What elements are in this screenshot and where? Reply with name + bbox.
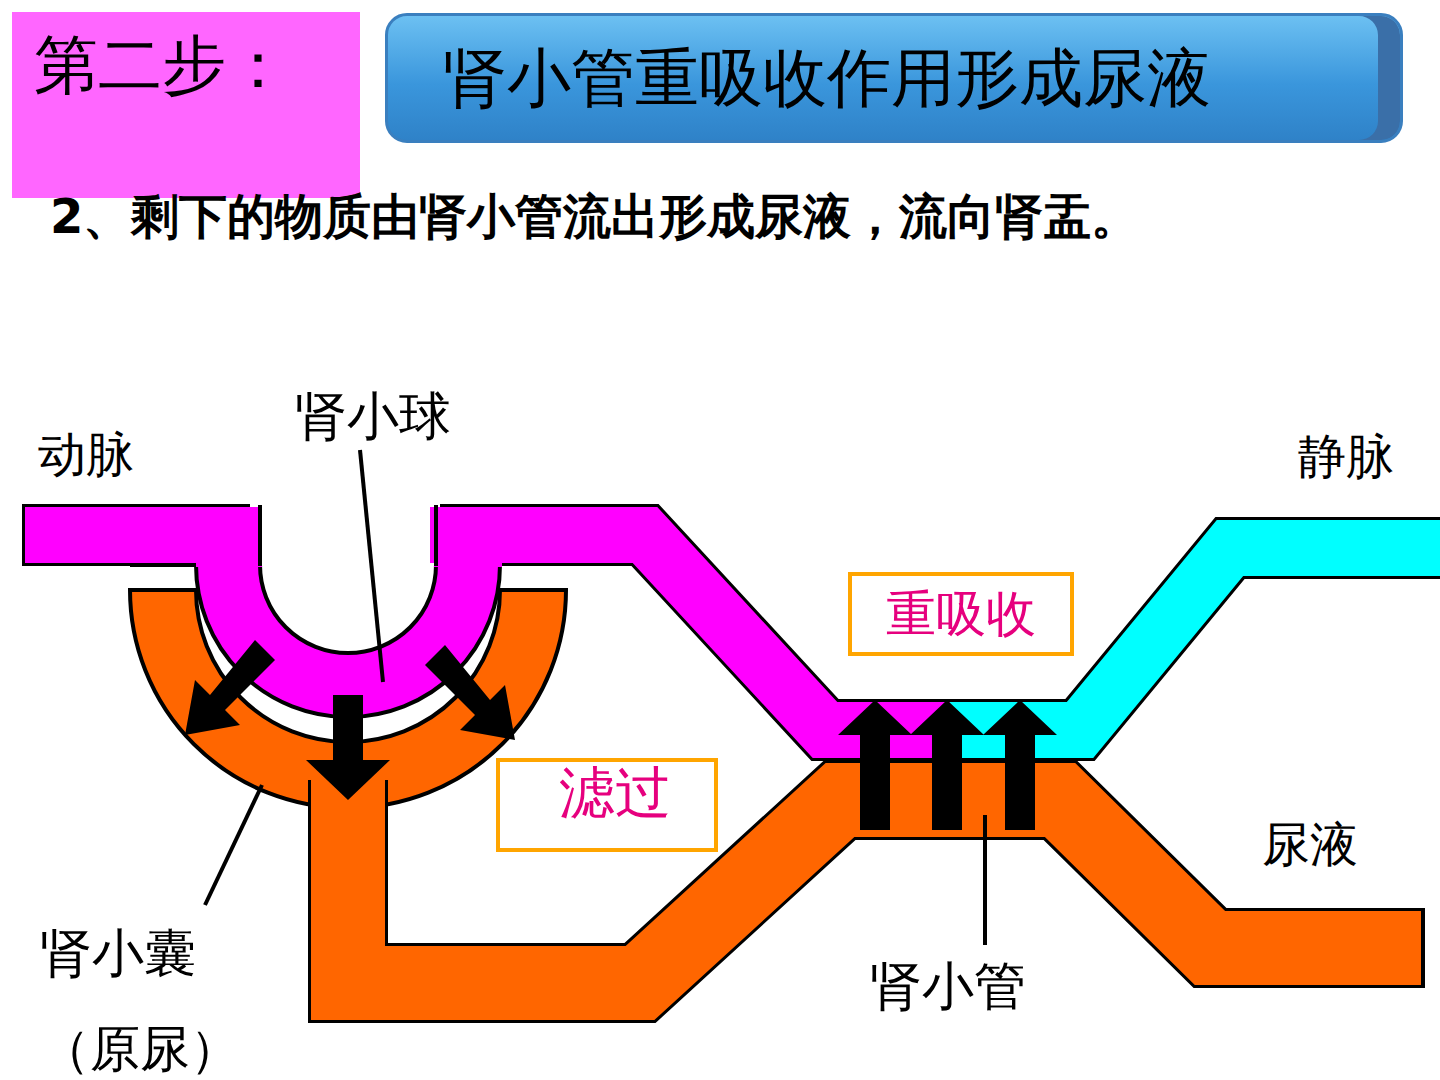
part-name: 动脉 bbox=[38, 428, 134, 481]
glomerulus-edge bbox=[434, 505, 438, 566]
glomerulus-join bbox=[434, 507, 502, 567]
part-name: 静脉 bbox=[1298, 430, 1394, 483]
glomerulus-join bbox=[196, 507, 262, 567]
part-name: （原尿） bbox=[40, 1022, 240, 1077]
node-text: 第二步： bbox=[34, 30, 290, 100]
part-name: 肾小管 bbox=[870, 958, 1026, 1015]
part-name: 尿液 bbox=[1262, 818, 1358, 871]
step-box: 第二步： bbox=[12, 12, 360, 198]
leader-line bbox=[360, 450, 383, 682]
filtration-arrows bbox=[185, 640, 515, 800]
node-text: 重吸收 bbox=[886, 587, 1036, 642]
glomerulus-edge bbox=[130, 563, 196, 567]
reabsorption-arrows bbox=[838, 700, 1057, 830]
title-banner: 肾小管重吸收作用形成尿液 bbox=[385, 13, 1403, 143]
part-name: 肾小球 bbox=[295, 388, 451, 445]
leader-line bbox=[983, 815, 987, 945]
leader-line bbox=[205, 785, 262, 905]
term-box: 滤过 bbox=[496, 758, 718, 852]
node-text: 滤过 bbox=[559, 762, 671, 824]
title-text: 肾小管重吸收作用形成尿液 bbox=[443, 35, 1211, 122]
part-name: 肾小囊 bbox=[40, 925, 196, 982]
glomerulus-edge bbox=[258, 505, 262, 566]
step-note: 2、剩下的物质由肾小管流出形成尿液，流向肾盂。 bbox=[50, 190, 1139, 243]
term-box: 重吸收 bbox=[848, 572, 1074, 656]
